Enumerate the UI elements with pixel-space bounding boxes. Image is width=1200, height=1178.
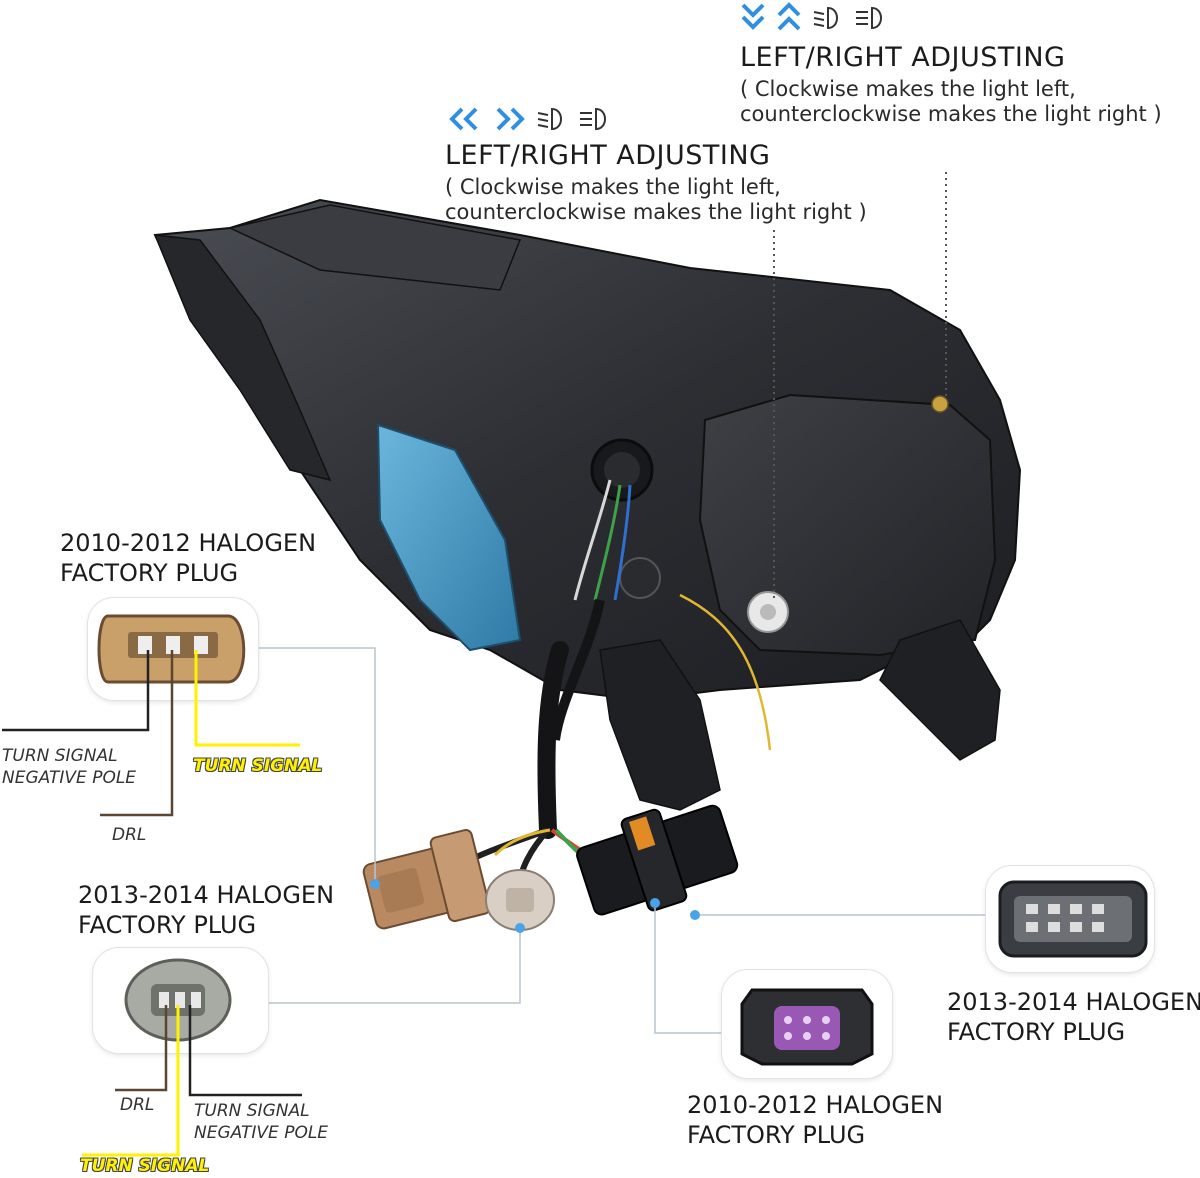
back-cap (698, 393, 997, 657)
purple-plug-face-icon (740, 988, 874, 1066)
chevron-left-icon (449, 107, 478, 131)
tan-connector (362, 828, 491, 930)
mid-adjust-title: LEFT/RIGHT ADJUSTING (445, 140, 771, 171)
low-beam-icon (813, 6, 838, 30)
plug-2010-left-turn-label: TURN SIGNAL (193, 756, 323, 776)
plug-2013-left-wires (82, 1005, 302, 1157)
mid-adjust-line2: counterclockwise makes the light right ) (445, 200, 867, 224)
neg-label-line1: TURN SIGNAL (2, 746, 118, 766)
plug-2013-left-line2: FACTORY PLUG (78, 911, 257, 939)
plug-2013-right-bubble (986, 866, 1154, 972)
high-beam-icon (580, 107, 606, 131)
plug-2010-bottom-line1: 2010-2012 HALOGEN (687, 1091, 944, 1119)
plug-2010-bottom-title: 2010-2012 HALOGEN FACTORY PLUG (687, 1090, 943, 1150)
top-adjust-line1: ( Clockwise makes the light left, (740, 77, 1076, 101)
neg-label-line1: TURN SIGNAL (194, 1101, 310, 1121)
neg-label-line2: NEGATIVE POLE (2, 768, 137, 788)
top-adjust-line2: counterclockwise makes the light right ) (740, 102, 1162, 126)
top-adjust-icons (740, 2, 888, 34)
plug-2013-right-line2: FACTORY PLUG (947, 1018, 1126, 1046)
neg-label-line2: NEGATIVE POLE (194, 1123, 329, 1143)
plug-2013-left-bubble (93, 948, 268, 1053)
plug-2013-right-title: 2013-2014 HALOGEN FACTORY PLUG (947, 987, 1200, 1047)
grey-plug-face-icon (998, 880, 1148, 958)
plug-2013-left-title: 2013-2014 HALOGEN FACTORY PLUG (78, 880, 334, 940)
plug-2010-bottom-bubble (722, 970, 892, 1078)
plug-2010-left-title: 2010-2012 HALOGEN FACTORY PLUG (60, 528, 316, 588)
high-beam-icon (856, 6, 882, 30)
round-plug-face-icon (124, 958, 232, 1042)
plug-2013-left-drl-label: DRL (120, 1095, 155, 1115)
mid-adjust-icons (448, 106, 612, 132)
plug-2010-left-drl-label: DRL (112, 825, 147, 845)
plug-2013-left-neg-label: TURN SIGNAL NEGATIVE POLE (194, 1100, 328, 1144)
beige-round-connector (485, 869, 555, 931)
chevron-right-icon (496, 107, 525, 131)
plug-2013-right-line1: 2013-2014 HALOGEN (947, 988, 1200, 1016)
plug-2013-left-turn-label: TURN SIGNAL (80, 1156, 210, 1176)
plug-2013-left-line1: 2013-2014 HALOGEN (78, 881, 335, 909)
chevron-up-icon (777, 2, 801, 31)
plug-2010-left-line1: 2010-2012 HALOGEN (60, 529, 317, 557)
chevron-down-icon (741, 3, 765, 30)
low-beam-icon (537, 107, 562, 131)
plug-2010-left-neg-label: TURN SIGNAL NEGATIVE POLE (2, 745, 136, 789)
black-connector (576, 804, 739, 916)
plug-2010-left-line2: FACTORY PLUG (60, 559, 239, 587)
plug-2010-bottom-line2: FACTORY PLUG (687, 1121, 866, 1149)
blue-module (376, 423, 522, 652)
plug-2010-left-wires (2, 650, 300, 817)
mid-adjust-line1: ( Clockwise makes the light left, (445, 175, 781, 199)
plug-2010-left-bubble (88, 598, 258, 700)
tan-plug-face-icon (97, 614, 246, 684)
top-adjust-title: LEFT/RIGHT ADJUSTING (740, 42, 1066, 73)
